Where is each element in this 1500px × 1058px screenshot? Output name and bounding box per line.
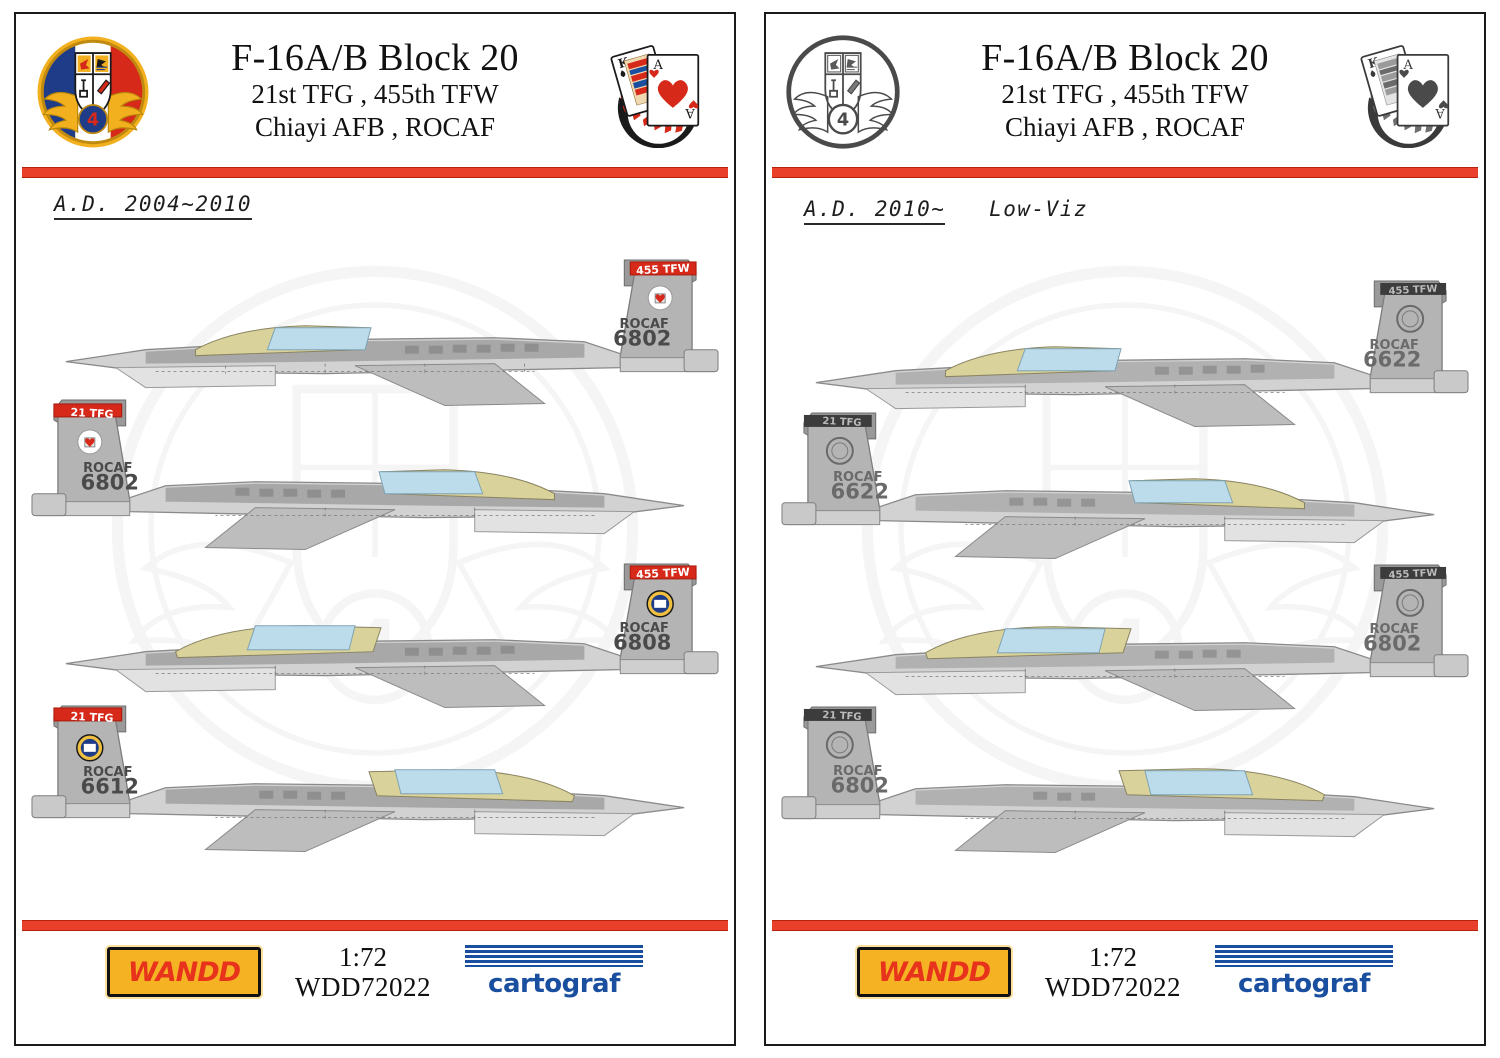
title-block: F-16A/B Block 20 21st TFG , 455th TFW Ch… [902,39,1348,145]
panel-color: 4 [0,0,750,1058]
date-sublabel: Low-Viz [989,197,1089,221]
base-subtitle: Chiayi AFB , ROCAF [1004,112,1246,143]
svg-text:21 TFG: 21 TFG [70,710,114,725]
aircraft-profile: 455 TFW ROCAF 6808 [26,546,724,725]
date-label: A.D. 2010~ [804,197,946,225]
panel-header: 4 F-16A/B Block 20 21st TFG , 455th TFW … [16,14,734,164]
part-number-label: WDD72022 [295,972,431,1002]
panel-footer: WANDD 1:72 WDD72022 cartograf [766,931,1484,1013]
cartograf-bars-icon [1214,945,1393,967]
panel-footer: WANDD 1:72 WDD72022 cartograf [16,931,734,1013]
cartograf-logo: cartograf [464,945,643,999]
aircraft-profile: 21 TFG [776,693,1474,872]
scale-block: 1:72 WDD72022 [295,942,431,1002]
21st-tfg-squadron-emblem-icon: 4 [37,36,149,148]
cartograf-logo: cartograf [1214,945,1393,999]
aircraft-profile: 21 TFG [26,692,724,871]
unit-subtitle: 21st TFG , 455th TFW [251,78,499,109]
svg-text:21 TFG: 21 TFG [822,416,862,429]
svg-text:455 TFW: 455 TFW [636,566,690,582]
divider-rule-top [22,167,728,178]
scale-label: 1:72 [1088,941,1137,972]
cartograf-logo-text: cartograf [488,969,620,999]
svg-text:ROCAF: ROCAF [833,470,882,485]
svg-text:6808: 6808 [613,631,671,655]
aircraft-profile: 21 TFG [776,399,1474,578]
svg-text:6802: 6802 [831,774,889,798]
divider-rule-bottom [772,920,1478,931]
wandd-logo-text: WANDD [877,956,991,988]
page-title: F-16A/B Block 20 [231,36,519,79]
aircraft-profile: 455 TFW ROCAF 6622 [776,267,1474,446]
panel-body: A.D. 2004~2010 455 TFW [16,178,734,920]
date-annotation: A.D. 2004~2010 [54,192,724,220]
panel-lowviz: 4 4 [750,0,1500,1058]
svg-text:ROCAF: ROCAF [833,764,882,779]
scale-block: 1:72 WDD72022 [1045,942,1181,1002]
king-spades-ace-hearts-cards-icon: K A A [610,45,700,148]
aircraft-profile-list: 455 TFW ROCAF 6622 [776,227,1474,854]
svg-text:455 TFW: 455 TFW [1388,568,1437,582]
title-block: F-16A/B Block 20 21st TFG , 455th TFW Ch… [152,39,598,145]
aircraft-profile: 21 TFG [26,390,724,569]
svg-text:A: A [1435,105,1446,120]
aircraft-profile: 455 TFW ROCAF 6802 [776,551,1474,730]
svg-text:21 TFG: 21 TFG [70,406,114,421]
svg-text:455 TFW: 455 TFW [1388,284,1437,298]
svg-text:6802: 6802 [613,327,671,351]
svg-text:6622: 6622 [831,480,889,504]
divider-rule-bottom [22,920,728,931]
base-subtitle: Chiayi AFB , ROCAF [254,112,496,143]
date-annotation: A.D. 2010~ Low-Viz [804,192,1474,225]
svg-text:ROCAF: ROCAF [620,317,669,332]
svg-text:6612: 6612 [81,775,139,799]
svg-text:4: 4 [837,111,849,131]
svg-text:6802: 6802 [1363,632,1421,656]
svg-text:6622: 6622 [1363,348,1421,372]
svg-text:ROCAF: ROCAF [83,461,132,476]
svg-text:ROCAF: ROCAF [620,621,669,636]
wandd-logo: WANDD [857,947,1011,997]
aircraft-profile-list: 455 TFW ROCAF 6802 [26,222,724,853]
divider-rule-top [772,167,1478,178]
wandd-logo-text: WANDD [127,956,241,988]
svg-text:6802: 6802 [81,471,139,495]
panel-body: A.D. 2010~ Low-Viz 455 TFW ROCAF [766,178,1484,920]
part-number-label: WDD72022 [1045,972,1181,1002]
unit-subtitle: 21st TFG , 455th TFW [1001,78,1249,109]
wandd-logo: WANDD [107,947,261,997]
svg-text:455 TFW: 455 TFW [636,262,690,278]
date-label: A.D. 2004~2010 [54,192,253,220]
cartograf-logo-text: cartograf [1238,969,1370,999]
scale-label: 1:72 [338,941,387,972]
king-spades-ace-hearts-cards-icon: K A A [1360,45,1450,148]
svg-text:ROCAF: ROCAF [1370,622,1419,637]
svg-text:ROCAF: ROCAF [1370,338,1419,353]
svg-text:ROCAF: ROCAF [83,765,132,780]
svg-text:A: A [652,58,663,73]
page-title: F-16A/B Block 20 [981,36,1269,79]
svg-text:A: A [685,105,696,120]
aircraft-profile: 455 TFW ROCAF 6802 [26,246,724,425]
svg-text:21 TFG: 21 TFG [822,710,862,723]
svg-text:4: 4 [87,111,99,131]
svg-text:A: A [1402,58,1413,73]
cartograf-bars-icon [464,945,643,967]
panel-header: 4 F-16A/B Block 20 21st TFG , 455th TFW … [766,14,1484,164]
21st-tfg-squadron-emblem-icon: 4 [786,35,900,149]
